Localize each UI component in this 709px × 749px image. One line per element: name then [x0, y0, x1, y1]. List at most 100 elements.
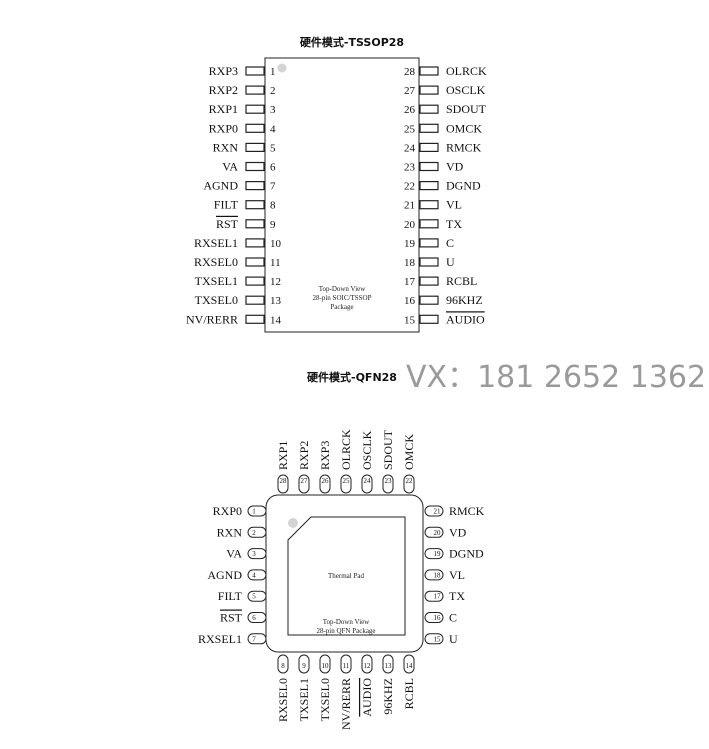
qfn-pin-label: C — [449, 611, 457, 625]
qfn-pin-24 — [361, 474, 373, 494]
qfn-pin-number: 22 — [406, 477, 414, 485]
qfn-pin-20 — [424, 526, 444, 538]
tssop-pin-label: RXSEL1 — [194, 236, 238, 250]
qfn-pin-7 — [247, 633, 267, 645]
qfn-pin-label: AGND — [207, 568, 242, 582]
tssop-pin-number: 4 — [270, 123, 276, 135]
qfn-top-pins: 28RXP127RXP226RXP325OLRCK24OSCLK23SDOUT2… — [276, 429, 416, 494]
qfn-pin-number: 5 — [252, 593, 256, 601]
qfn-pin-number: 11 — [343, 662, 350, 670]
tssop-pin-number: 21 — [404, 200, 415, 212]
qfn-pin-4 — [247, 569, 267, 581]
tssop-pin-label: TX — [446, 217, 462, 231]
qfn-pin-label: TX — [449, 589, 465, 603]
tssop-pin1-marker — [277, 63, 287, 73]
tssop-pin-9 — [245, 219, 265, 229]
qfn-pin-number: 23 — [385, 477, 393, 485]
tssop-pin-12 — [245, 276, 265, 286]
qfn-pin-label: RXN — [217, 525, 243, 539]
tssop-pin-label: VA — [222, 160, 238, 174]
qfn-pin-16 — [424, 612, 444, 623]
tssop-pin-8 — [245, 200, 265, 210]
tssop-pin-label: TXSEL0 — [195, 293, 238, 307]
tssop-pin-label: NV/RERR — [186, 312, 238, 326]
tssop-pin-22 — [419, 181, 439, 191]
qfn-pin-number: 21 — [434, 508, 442, 516]
tssop-pin-number: 24 — [404, 142, 416, 154]
tssop-pin-label: RXP0 — [209, 121, 238, 135]
qfn-pin-number: 27 — [301, 477, 309, 485]
tssop-pin-label: C — [446, 236, 454, 250]
tssop-pin-number: 23 — [404, 162, 416, 174]
tssop-pin-number: 20 — [404, 219, 416, 231]
qfn-pin-10 — [319, 654, 331, 674]
qfn-pin-label: RXP3 — [318, 441, 332, 470]
qfn-pin-label: OLRCK — [339, 429, 353, 470]
qfn-pin-label: DGND — [449, 547, 484, 561]
tssop-pin-3 — [245, 104, 265, 114]
tssop-pin-number: 18 — [404, 257, 416, 269]
tssop-pin-label: VL — [446, 198, 462, 212]
qfn-pin-21 — [424, 505, 444, 517]
tssop-pin-21 — [419, 200, 439, 210]
tssop-view-line1: Top-Down View — [319, 285, 367, 293]
tssop-pin-number: 25 — [404, 123, 416, 135]
qfn-pin-label: VA — [226, 547, 242, 561]
tssop-pin-number: 12 — [270, 276, 281, 288]
tssop-view-line3: Package — [330, 303, 353, 311]
tssop-pin-2 — [245, 85, 265, 95]
qfn-pin-number: 12 — [364, 662, 372, 670]
qfn-pin-6 — [247, 612, 267, 623]
qfn-pin-9 — [298, 654, 310, 674]
tssop-pin-number: 19 — [404, 238, 416, 250]
tssop-pin-27 — [419, 85, 439, 95]
qfn-pin-number: 8 — [281, 662, 285, 670]
qfn-pin-label: NV/RERR — [339, 678, 353, 730]
qfn-pin-5 — [247, 590, 267, 602]
tssop-pin-number: 2 — [270, 85, 276, 97]
qfn-pin-11 — [340, 654, 352, 674]
qfn-pin-label: RXP1 — [276, 441, 290, 470]
tssop-pin-5 — [245, 142, 265, 152]
qfn-pin-18 — [424, 569, 444, 581]
tssop-pin-label: VD — [446, 160, 464, 174]
qfn-pin-number: 2 — [252, 529, 256, 537]
tssop-pin-19 — [419, 238, 439, 248]
tssop-pin-label: DGND — [446, 179, 481, 193]
qfn-pin-label: TXSEL0 — [318, 678, 332, 721]
tssop-pin-label: OSCLK — [446, 83, 486, 97]
tssop-pin-label: OLRCK — [446, 64, 487, 78]
tssop-pin-25 — [419, 123, 439, 133]
tssop-body — [264, 57, 420, 333]
qfn-pin-label: 96KHZ — [381, 678, 395, 715]
tssop-pin-number: 5 — [270, 142, 276, 154]
qfn-pin-label: RXP0 — [213, 504, 242, 518]
tssop-pin-14 — [245, 314, 265, 324]
qfn-pin-number: 24 — [364, 477, 372, 485]
tssop-pin-10 — [245, 238, 265, 248]
qfn-pin-28 — [277, 474, 289, 494]
qfn-pin-14 — [403, 654, 415, 674]
qfn-pin-number: 10 — [322, 662, 330, 670]
tssop-pin-label: RXP2 — [209, 83, 238, 97]
qfn-pin-22 — [403, 474, 415, 494]
tssop-pin-6 — [245, 161, 265, 172]
qfn-pin-label: OMCK — [402, 434, 416, 470]
qfn-pin-label: U — [449, 632, 458, 646]
tssop-pin-16 — [419, 295, 439, 305]
qfn-pin-19 — [424, 548, 444, 560]
qfn-pin-17 — [424, 590, 444, 602]
qfn-title: 硬件模式-QFN28 — [307, 370, 397, 384]
tssop-pin-number: 10 — [270, 238, 282, 250]
qfn-pin-number: 9 — [302, 662, 306, 670]
tssop-pin-number: 27 — [404, 85, 416, 97]
qfn-pin-number: 26 — [322, 477, 330, 485]
qfn-pin-number: 16 — [434, 614, 442, 622]
qfn-pin-label: VL — [449, 568, 465, 582]
qfn-pin-number: 25 — [343, 477, 351, 485]
qfn-pin-number: 15 — [434, 635, 442, 643]
tssop-pin-number: 11 — [270, 257, 281, 269]
qfn-pin-label: TXSEL1 — [297, 678, 311, 721]
tssop-view-line2: 28-pin SOIC/TSSOP — [313, 294, 372, 302]
tssop-pin-label: 96KHZ — [446, 293, 483, 307]
